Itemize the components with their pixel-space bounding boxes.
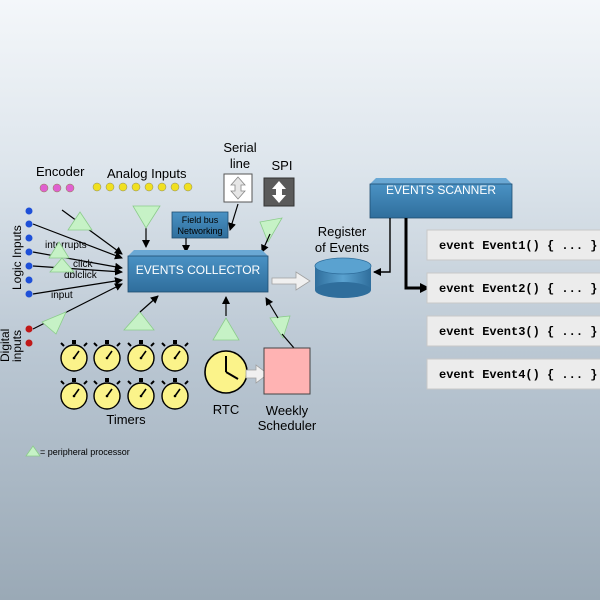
weekly-label-line1: Weekly: [266, 403, 309, 418]
stopwatch-icon: [60, 340, 88, 372]
click-processor-triangle: [49, 257, 75, 273]
rtc-label: RTC: [213, 402, 239, 417]
fieldbus-box: [171, 211, 229, 239]
rtc-to-weekly-arrow: [245, 364, 269, 384]
timers-group: [60, 340, 189, 410]
encoder-dots: [39, 183, 75, 193]
event-3-text: event Event3() { ... }: [439, 325, 597, 339]
events-collector-label: EVENTS COLLECTOR: [136, 263, 261, 277]
legend-triangle: [25, 445, 41, 457]
scanner-to-register-arrow: [373, 218, 391, 276]
register-cylinder: [314, 257, 372, 298]
click-label: click: [73, 259, 93, 270]
digital-input-dots: [25, 325, 33, 347]
analog-inputs-label: Analog Inputs: [107, 166, 187, 181]
stopwatch-icon: [161, 340, 189, 372]
input-label: input: [51, 290, 73, 301]
timers-label: Timers: [106, 412, 146, 427]
serial-label-line1: Serial: [223, 140, 256, 155]
weekly-label-line2: Scheduler: [258, 418, 317, 433]
digital-processor-triangle: [41, 311, 67, 335]
scanner-to-event2-arrow: [404, 218, 430, 293]
collector-to-register-arrow: [271, 271, 311, 291]
rtc-processor-triangle: [212, 317, 240, 341]
dblclick-label: dblclick: [64, 270, 98, 281]
spi-icon: [263, 177, 295, 207]
register-label-line1: Register: [318, 224, 367, 239]
events-scanner-label: EVENTS SCANNER: [386, 183, 496, 197]
input-connection-lines: [32, 209, 150, 330]
weekly-processor-triangle: [269, 315, 291, 339]
event-1-text: event Event1() { ... }: [439, 239, 597, 253]
interrupts-processor-triangle: [48, 241, 70, 259]
timers-processor-triangle: [123, 311, 155, 331]
analog-input-dots: [92, 182, 193, 192]
inputs-label: inputs: [10, 330, 24, 362]
register-label-line2: of Events: [315, 240, 370, 255]
spi-arrow: [261, 233, 271, 253]
stopwatch-icon: [60, 378, 88, 410]
weekly-scheduler-box: [263, 347, 311, 395]
stopwatch-icon: [161, 378, 189, 410]
peripheral-processor-triangles: [41, 205, 283, 335]
stopwatch-icon: [127, 340, 155, 372]
stopwatch-icon: [93, 378, 121, 410]
lower-connection-lines: [139, 295, 295, 349]
serial-icon: [223, 173, 253, 203]
event-4-text: event Event4() { ... }: [439, 368, 597, 382]
event-2-text: event Event2() { ... }: [439, 282, 597, 296]
event-box-1: [426, 229, 600, 261]
stopwatch-icon: [93, 340, 121, 372]
events-scanner-block: [369, 178, 513, 219]
event-box-3: [426, 315, 600, 347]
logic-input-dots: [25, 207, 33, 298]
serial-label-line2: line: [230, 156, 250, 171]
encoder-processor-triangle: [67, 211, 93, 231]
digital-label: Digital: [0, 329, 12, 362]
logic-inputs-label: Logic Inputs: [10, 225, 24, 290]
events-collector-block: [127, 250, 269, 293]
stopwatch-icon: [127, 378, 155, 410]
encoder-label: Encoder: [36, 164, 85, 179]
interrupts-label: interrupts: [45, 240, 87, 251]
event-box-2: [426, 272, 600, 304]
serial-arrow: [228, 203, 239, 231]
rtc-icon: [204, 350, 248, 394]
spi-processor-triangle: [259, 217, 283, 243]
fieldbus-label-line1: Field bus: [182, 215, 219, 225]
spi-label: SPI: [272, 158, 293, 173]
analog-processor-triangle: [132, 205, 161, 229]
event-box-4: [426, 358, 600, 390]
legend-label: = peripheral processor: [40, 447, 130, 457]
fieldbus-label-line2: Networking: [177, 226, 222, 236]
